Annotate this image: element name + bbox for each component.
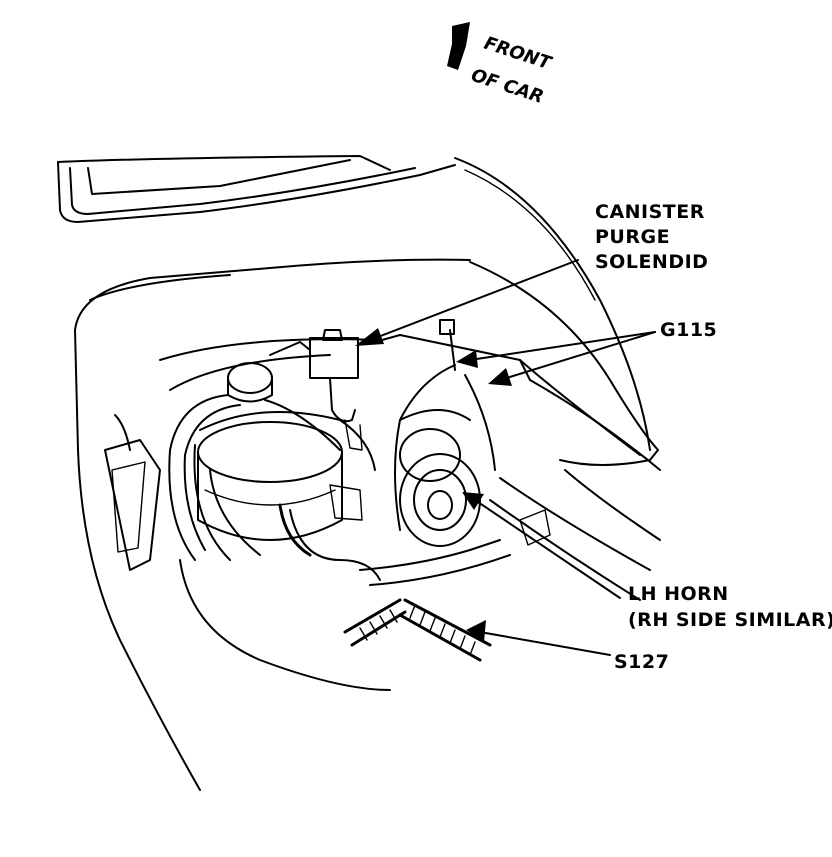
fender-panel xyxy=(74,258,471,791)
callout-labels: CANISTER PURGE SOLENDID G115 LH HORN (RH… xyxy=(595,201,832,673)
radiator-support xyxy=(381,261,661,601)
s127-label: S127 xyxy=(614,651,669,673)
arrow-up-left-icon xyxy=(447,22,470,70)
hood-panel xyxy=(57,155,651,451)
corrugated-conduit xyxy=(343,598,492,662)
canister-label-line3: SOLENDID xyxy=(595,251,708,273)
front-label-line1: FRONT xyxy=(481,33,555,75)
horn-label-line2: (RH SIDE SIMILAR) xyxy=(628,609,832,631)
canister-label-line2: PURGE xyxy=(595,226,670,248)
charcoal-canister xyxy=(197,362,343,541)
arrowhead-g115-b-icon xyxy=(488,368,512,386)
lh-horn xyxy=(399,409,481,547)
horn-label-line1: LH HORN xyxy=(628,583,729,605)
arrowhead-g115-a-icon xyxy=(456,350,478,368)
callout-leaders xyxy=(355,259,656,656)
arrowhead-s127-icon xyxy=(466,620,486,642)
front-label-line2: OF CAR xyxy=(468,65,546,108)
front-of-car-indicator: FRONT OF CAR xyxy=(447,22,555,108)
canister-label-line1: CANISTER xyxy=(595,201,705,223)
vacuum-hoses xyxy=(168,394,341,561)
g115-label: G115 xyxy=(660,319,717,341)
canister-purge-solenoid xyxy=(269,329,363,521)
wiring-harness xyxy=(278,319,511,586)
arrowhead-canister-icon xyxy=(355,328,384,346)
inner-wheelhouse xyxy=(159,338,381,561)
arrowhead-horn-icon xyxy=(462,492,484,510)
